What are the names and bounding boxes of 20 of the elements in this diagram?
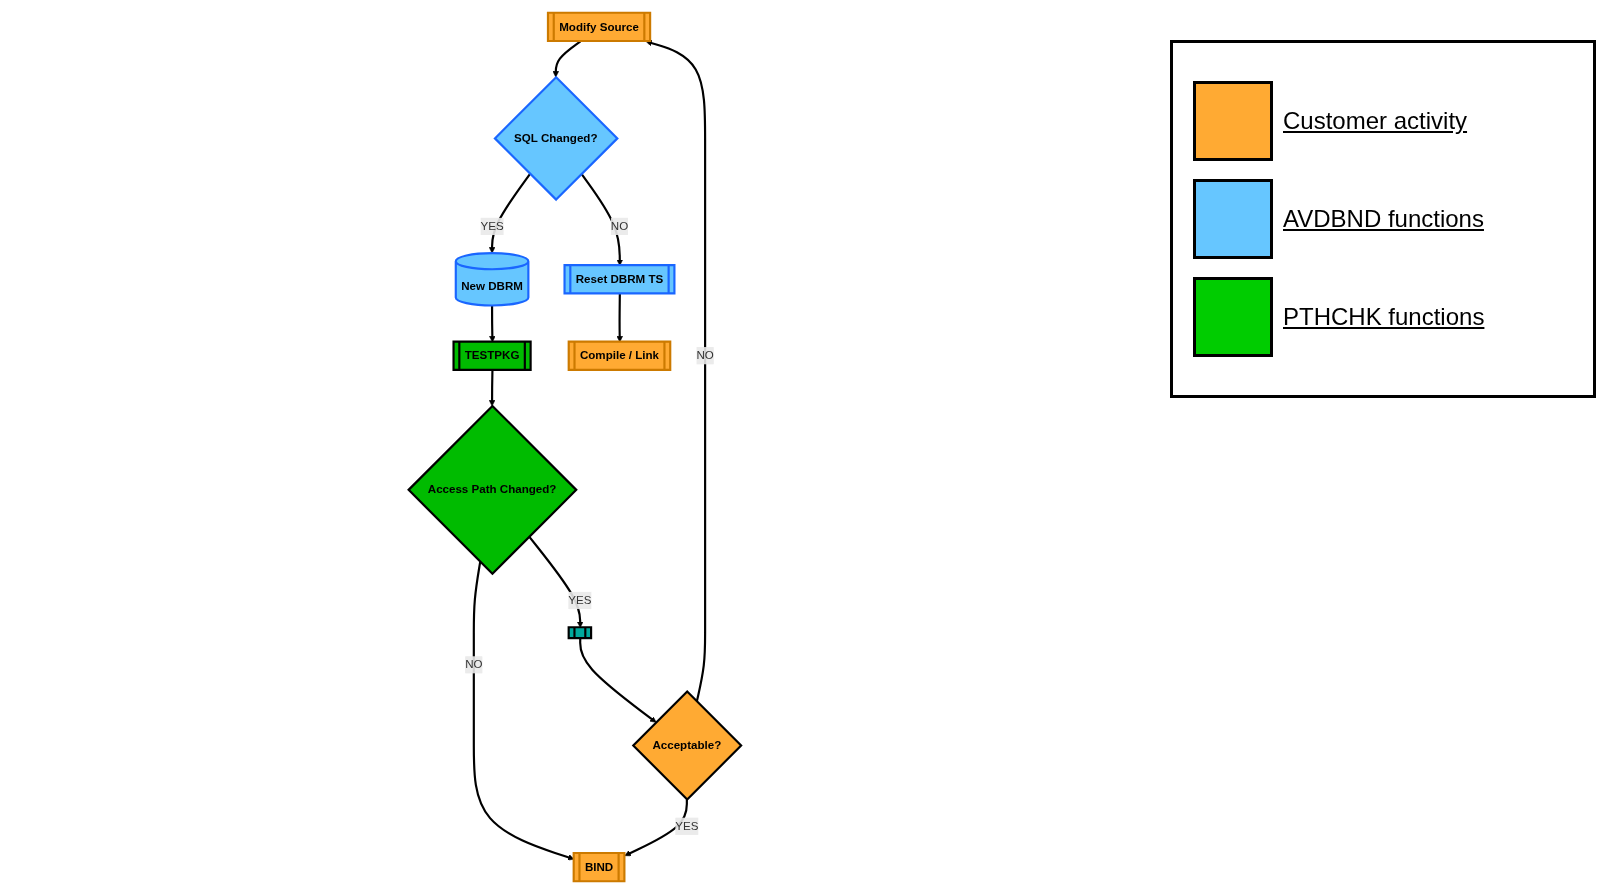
edge-label: YES [675,819,699,833]
edge-label: YES [480,219,504,233]
legend-label: AVDBND functions [1283,205,1484,233]
arrow [580,173,624,266]
arrow [528,535,584,628]
legend-label: PTHCHK functions [1283,303,1485,331]
arrow [645,39,707,702]
node-diamond: Acceptable? [631,690,743,801]
node-box [567,626,593,640]
arrow [624,799,689,857]
node-diamond: SQL Changed? [493,75,619,202]
edge-label: NO [465,658,483,671]
edge-label: NO [610,219,629,233]
edge-label: NO [696,349,714,362]
arrow [579,638,657,723]
legend-label: Customer activity [1283,107,1468,135]
arrow [489,173,532,254]
node-diamond: Access Path Changed? [407,404,578,576]
edge-label: YES [568,593,592,607]
arrow [489,370,496,407]
